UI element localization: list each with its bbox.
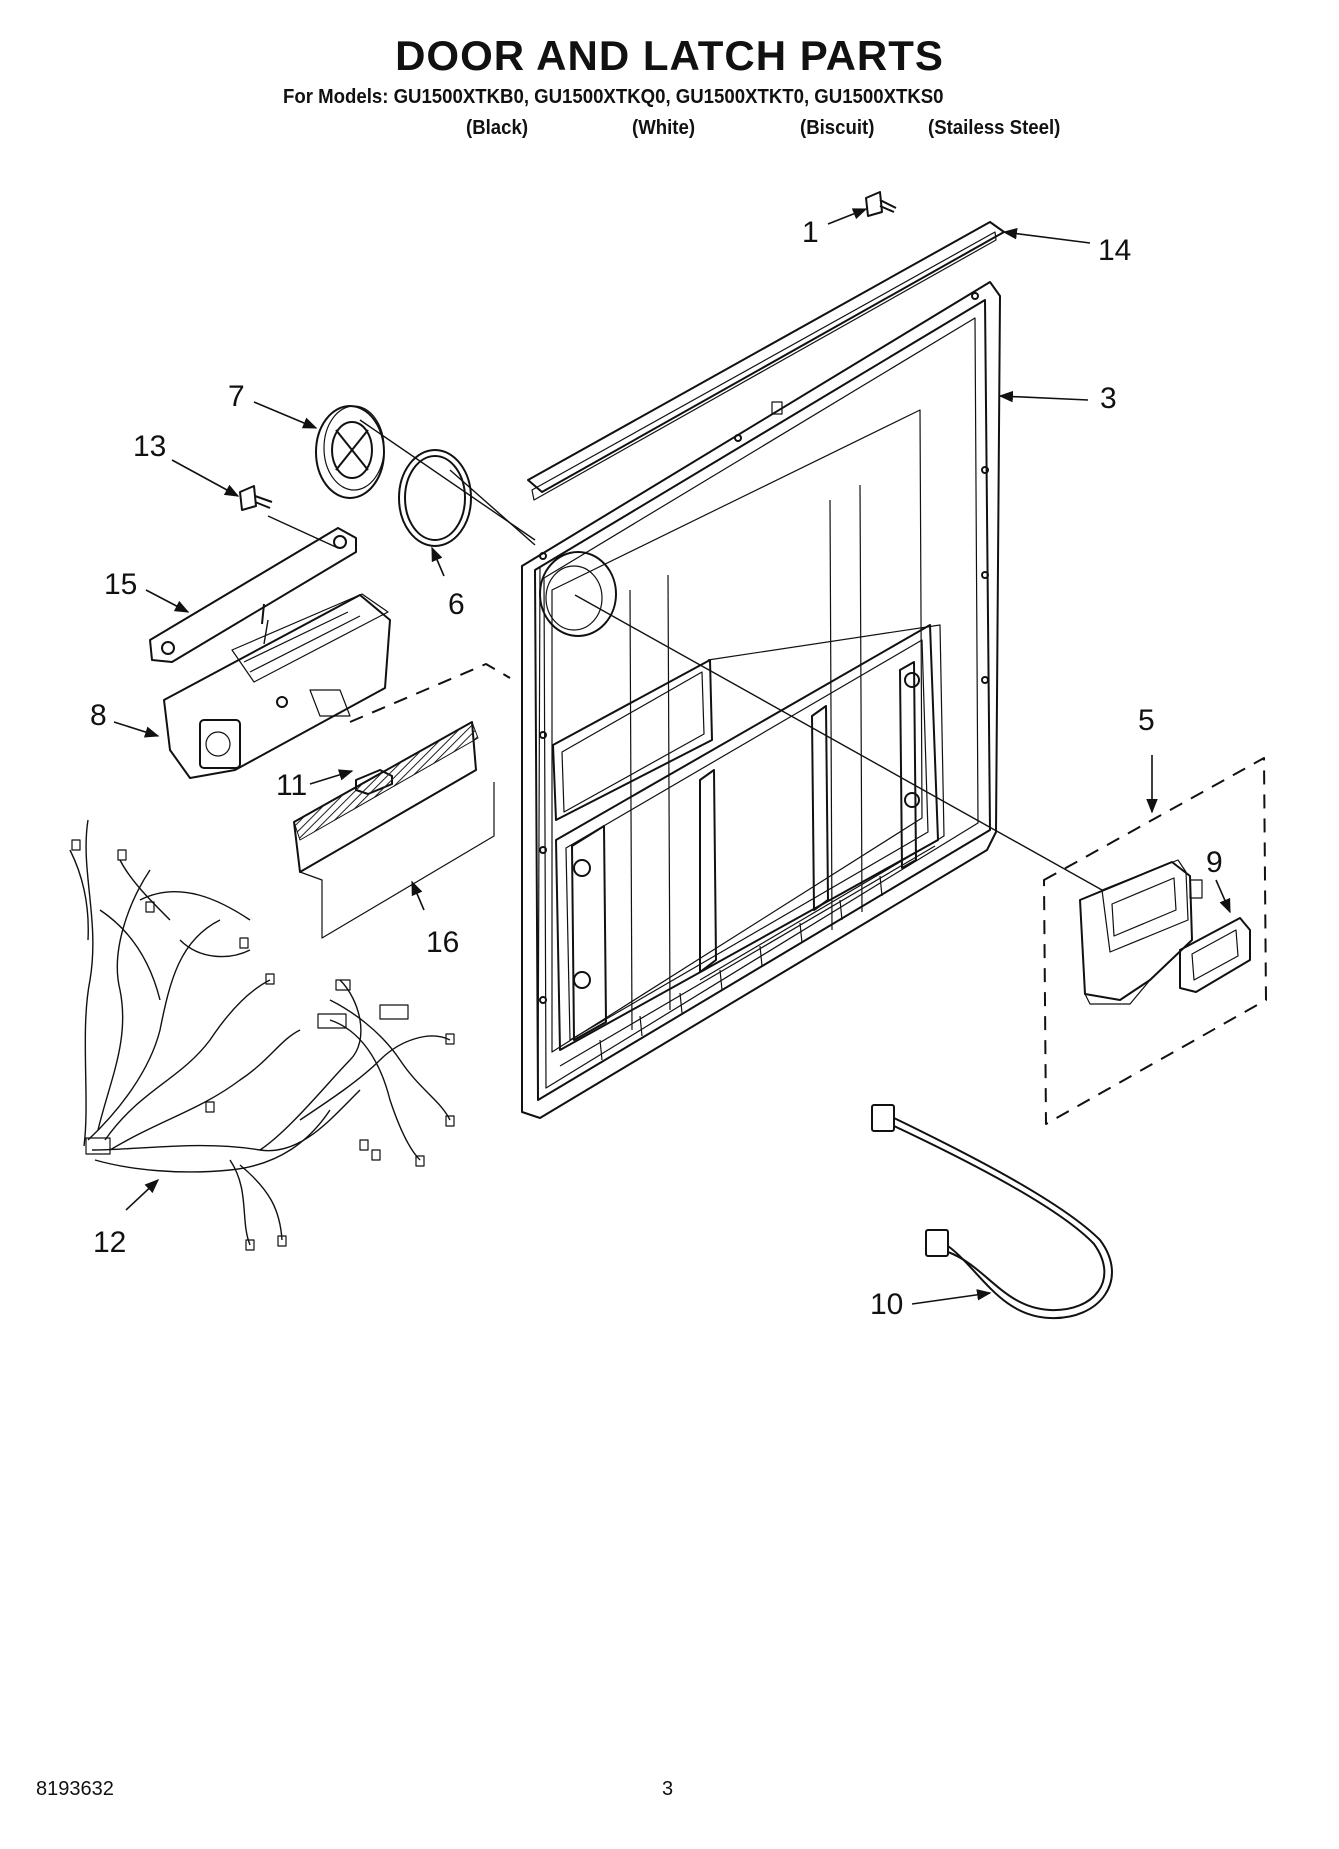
top-trim-strip: [527, 221, 1005, 501]
color-stainless-steel: (Stailess Steel): [928, 117, 1061, 139]
models-line: For Models: GU1500XTKB0, GU1500XTKQ0, GU…: [283, 86, 944, 108]
callout-16: 16: [426, 926, 459, 959]
callout-11: 11: [276, 769, 307, 802]
dispenser-cap: [315, 405, 385, 499]
color-black: (Black): [466, 117, 529, 139]
document-number: 8193632: [36, 1778, 114, 1800]
callout-9: 9: [1206, 846, 1223, 879]
assembly-guide-lines: [263, 419, 1103, 891]
page-number: 3: [662, 1778, 674, 1800]
screw-part-13: [239, 485, 273, 511]
screw-part-1: [865, 191, 897, 217]
callout-15: 15: [104, 568, 137, 601]
wire-lead: [871, 1104, 1113, 1320]
latch-assembly-boundary: [349, 663, 511, 723]
callout-3: 3: [1100, 382, 1117, 415]
page-title: DOOR AND LATCH PARTS: [395, 32, 944, 79]
latch-assembly: [163, 593, 391, 779]
gasket-ring: [398, 449, 472, 547]
color-biscuit: (Biscuit): [800, 117, 875, 139]
callout-5: 5: [1138, 704, 1155, 737]
dispenser-seal: [1179, 917, 1251, 993]
detergent-dispenser-group: [1043, 757, 1267, 1125]
callout-13: 13: [133, 430, 166, 463]
callout-14: 14: [1098, 234, 1131, 267]
wire-harness: [69, 819, 455, 1251]
handle-bracket: [149, 527, 357, 663]
callout-7: 7: [228, 380, 245, 413]
vent-plate: [293, 721, 495, 939]
callout-10: 10: [870, 1288, 903, 1321]
leader-arrows: [113, 208, 1231, 1305]
callout-8: 8: [90, 699, 107, 732]
callout-12: 12: [93, 1226, 126, 1259]
callout-1: 1: [802, 216, 819, 249]
callout-6: 6: [448, 588, 465, 621]
color-white: (White): [632, 117, 696, 139]
dispenser-housing: [1079, 859, 1203, 1005]
inner-door-panel: [521, 281, 1001, 1119]
